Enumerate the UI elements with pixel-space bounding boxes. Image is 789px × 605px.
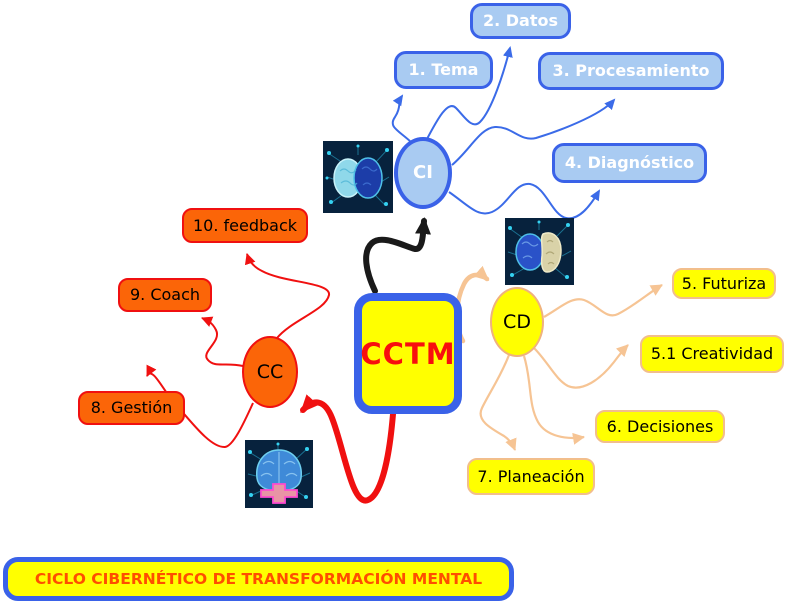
connector-ci-datos: [426, 46, 513, 140]
brain-with-brainstem-icon: [245, 440, 313, 508]
brain-right-hemisphere-highlight-icon: [505, 218, 574, 285]
connector-cctm-cc: [300, 394, 396, 504]
center-node-cctm: CCTM: [354, 293, 462, 414]
node-gestion: 8. Gestión: [78, 391, 185, 425]
connector-cc-feedback: [244, 253, 330, 339]
brain-two-hemispheres-icon: [323, 141, 393, 213]
node-feedback: 10. feedback: [182, 208, 308, 243]
connector-ci-diagnostico: [448, 182, 601, 220]
node-planeacion: 7. Planeación: [467, 458, 595, 495]
connector-ci-tema: [391, 94, 412, 143]
connector-cd-futuriza: [543, 284, 663, 318]
connector-cd-decisiones: [522, 355, 585, 445]
title-banner: CICLO CIBERNÉTICO DE TRANSFORMACIÓN MENT…: [3, 557, 514, 601]
node-procesamiento: 3. Procesamiento: [538, 52, 724, 90]
connector-cc-gestion: [146, 364, 254, 449]
hub-ci: CI: [394, 137, 452, 209]
node-datos: 2. Datos: [470, 3, 571, 39]
node-creatividad: 5.1 Creatividad: [640, 335, 784, 373]
connector-cd-planeacion: [479, 354, 517, 451]
connector-cd-creatividad: [533, 344, 629, 389]
node-tema: 1. Tema: [394, 51, 493, 89]
connector-ci-procesamiento: [451, 98, 616, 166]
hub-cc: CC: [242, 336, 298, 408]
hub-cd: CD: [490, 287, 544, 357]
connector-cctm-ci: [363, 217, 431, 294]
connector-cc-coach: [201, 316, 244, 367]
node-futuriza: 5. Futuriza: [672, 268, 776, 299]
node-coach: 9. Coach: [118, 278, 212, 312]
node-decisiones: 6. Decisiones: [595, 410, 725, 443]
node-diagnostico: 4. Diagnóstico: [552, 143, 707, 183]
